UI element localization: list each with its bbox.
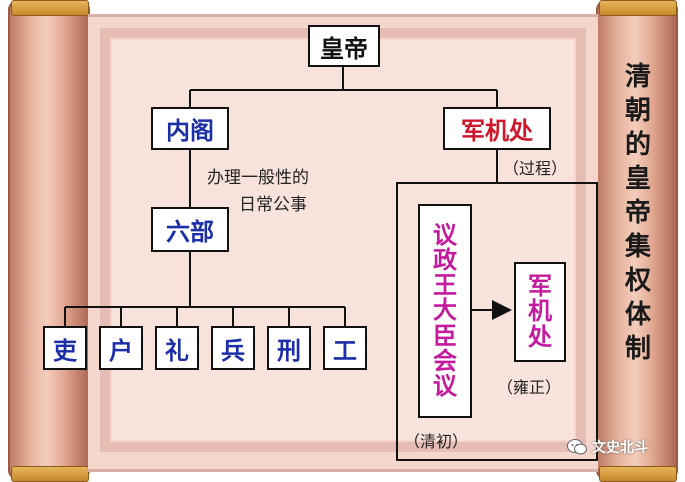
ministry-box-rites: 礼 xyxy=(155,326,199,370)
routine-affairs-label-1: 办理一般性的 xyxy=(207,168,309,188)
watermark: 文史北斗 xyxy=(566,436,648,458)
roller-cap xyxy=(11,0,89,16)
council-char: 大 xyxy=(433,296,457,325)
ministry-box-revenue: 户 xyxy=(99,326,143,370)
inner-council-char: 机 xyxy=(528,297,552,326)
title-char: 集 xyxy=(625,232,652,262)
title-char: 制 xyxy=(625,334,652,364)
ministry-box-justice: 刑 xyxy=(267,326,311,370)
watermark-text: 文史北斗 xyxy=(592,440,648,456)
title-char: 权 xyxy=(625,266,652,296)
council-char: 臣 xyxy=(433,321,457,350)
scroll-roller-right xyxy=(596,0,678,480)
inner-council-char: 军 xyxy=(528,272,552,301)
council-char: 政 xyxy=(433,246,457,275)
council-char: 会 xyxy=(433,346,457,375)
title-char: 清 xyxy=(625,62,652,92)
process-frame xyxy=(396,182,598,461)
routine-affairs-label-2: 日常公事 xyxy=(239,195,307,215)
title-char: 帝 xyxy=(625,198,652,228)
grand-secretariat-box: 内阁 xyxy=(151,107,229,150)
ministry-box-personnel: 吏 xyxy=(43,326,87,370)
title-char: 皇 xyxy=(625,164,652,194)
grand-council-inner-box: 军 机 处 xyxy=(514,262,566,362)
deliberative-council-box: 议 政 王 大 臣 会 议 xyxy=(418,204,472,418)
chat-bubble-icon xyxy=(567,439,587,455)
vertical-title: 清 朝 的 皇 帝 集 权 体 制 xyxy=(625,60,652,366)
six-ministries-box: 六部 xyxy=(151,207,229,252)
title-char: 的 xyxy=(625,130,652,160)
inner-council-char: 处 xyxy=(528,322,552,351)
council-char: 议 xyxy=(433,371,457,400)
process-label: （过程） xyxy=(503,159,568,178)
roller-cap xyxy=(599,0,677,16)
scroll-roller-left xyxy=(8,0,90,480)
council-char: 王 xyxy=(433,271,457,300)
early-qing-label: （清初） xyxy=(404,432,469,451)
title-char: 朝 xyxy=(625,96,652,126)
yongzheng-label: （雍正） xyxy=(497,378,562,397)
emperor-box: 皇帝 xyxy=(308,25,380,67)
council-char: 议 xyxy=(433,220,457,249)
ministry-box-works: 工 xyxy=(323,326,367,370)
grand-council-box: 军机处 xyxy=(443,107,551,150)
ministry-box-war: 兵 xyxy=(211,326,255,370)
title-char: 体 xyxy=(625,300,652,330)
